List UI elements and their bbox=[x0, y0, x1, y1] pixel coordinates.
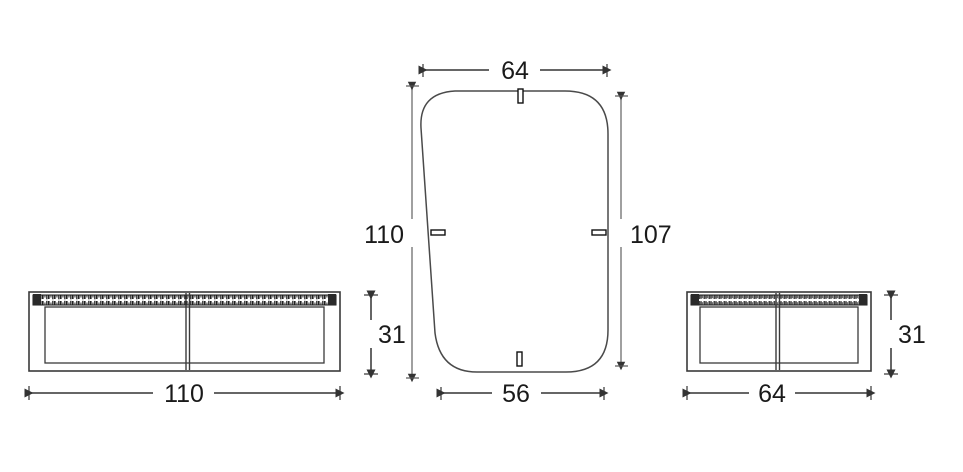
dim-label-left-width: 110 bbox=[164, 380, 204, 408]
right-view-rail-cap-left bbox=[691, 294, 699, 305]
plan-tick-left bbox=[430, 229, 446, 236]
left-view-inner-panel bbox=[44, 306, 325, 364]
right-view-rail-cap-right bbox=[859, 294, 867, 305]
left-elevation-view bbox=[28, 291, 341, 372]
dim-label-left-height: 31 bbox=[378, 321, 406, 349]
left-view-height-dimension: 31 bbox=[364, 290, 406, 379]
plan-tick-right bbox=[591, 229, 607, 236]
right-elevation-view bbox=[686, 291, 872, 372]
plan-tick-bottom bbox=[516, 351, 523, 367]
left-view-rail-cap-left bbox=[33, 294, 41, 305]
plan-tick-top bbox=[517, 88, 524, 104]
left-view-width-dimension: 110 bbox=[24, 380, 345, 408]
left-view-rail-cap-right bbox=[328, 294, 336, 305]
plan-left-dimension: 110 bbox=[364, 81, 419, 383]
left-view-outer-frame bbox=[28, 291, 341, 372]
right-view-width-dimension: 64 bbox=[682, 380, 876, 408]
dim-label-plan-top: 64 bbox=[501, 57, 529, 85]
right-view-outer-frame bbox=[686, 291, 872, 372]
dim-label-right-width: 64 bbox=[758, 380, 786, 408]
dim-label-plan-right: 107 bbox=[630, 221, 672, 249]
plan-right-dimension: 107 bbox=[615, 91, 672, 371]
dim-label-right-height: 31 bbox=[898, 321, 926, 349]
center-plan-view bbox=[420, 88, 609, 373]
left-view-top-rail-texture bbox=[32, 294, 337, 306]
dim-label-plan-left: 110 bbox=[364, 221, 404, 249]
plan-top-dimension: 64 bbox=[418, 57, 612, 85]
dim-label-plan-bottom: 56 bbox=[502, 380, 530, 408]
plan-view-outline bbox=[420, 90, 609, 373]
right-view-height-dimension: 31 bbox=[884, 290, 926, 379]
plan-bottom-dimension: 56 bbox=[436, 380, 609, 408]
